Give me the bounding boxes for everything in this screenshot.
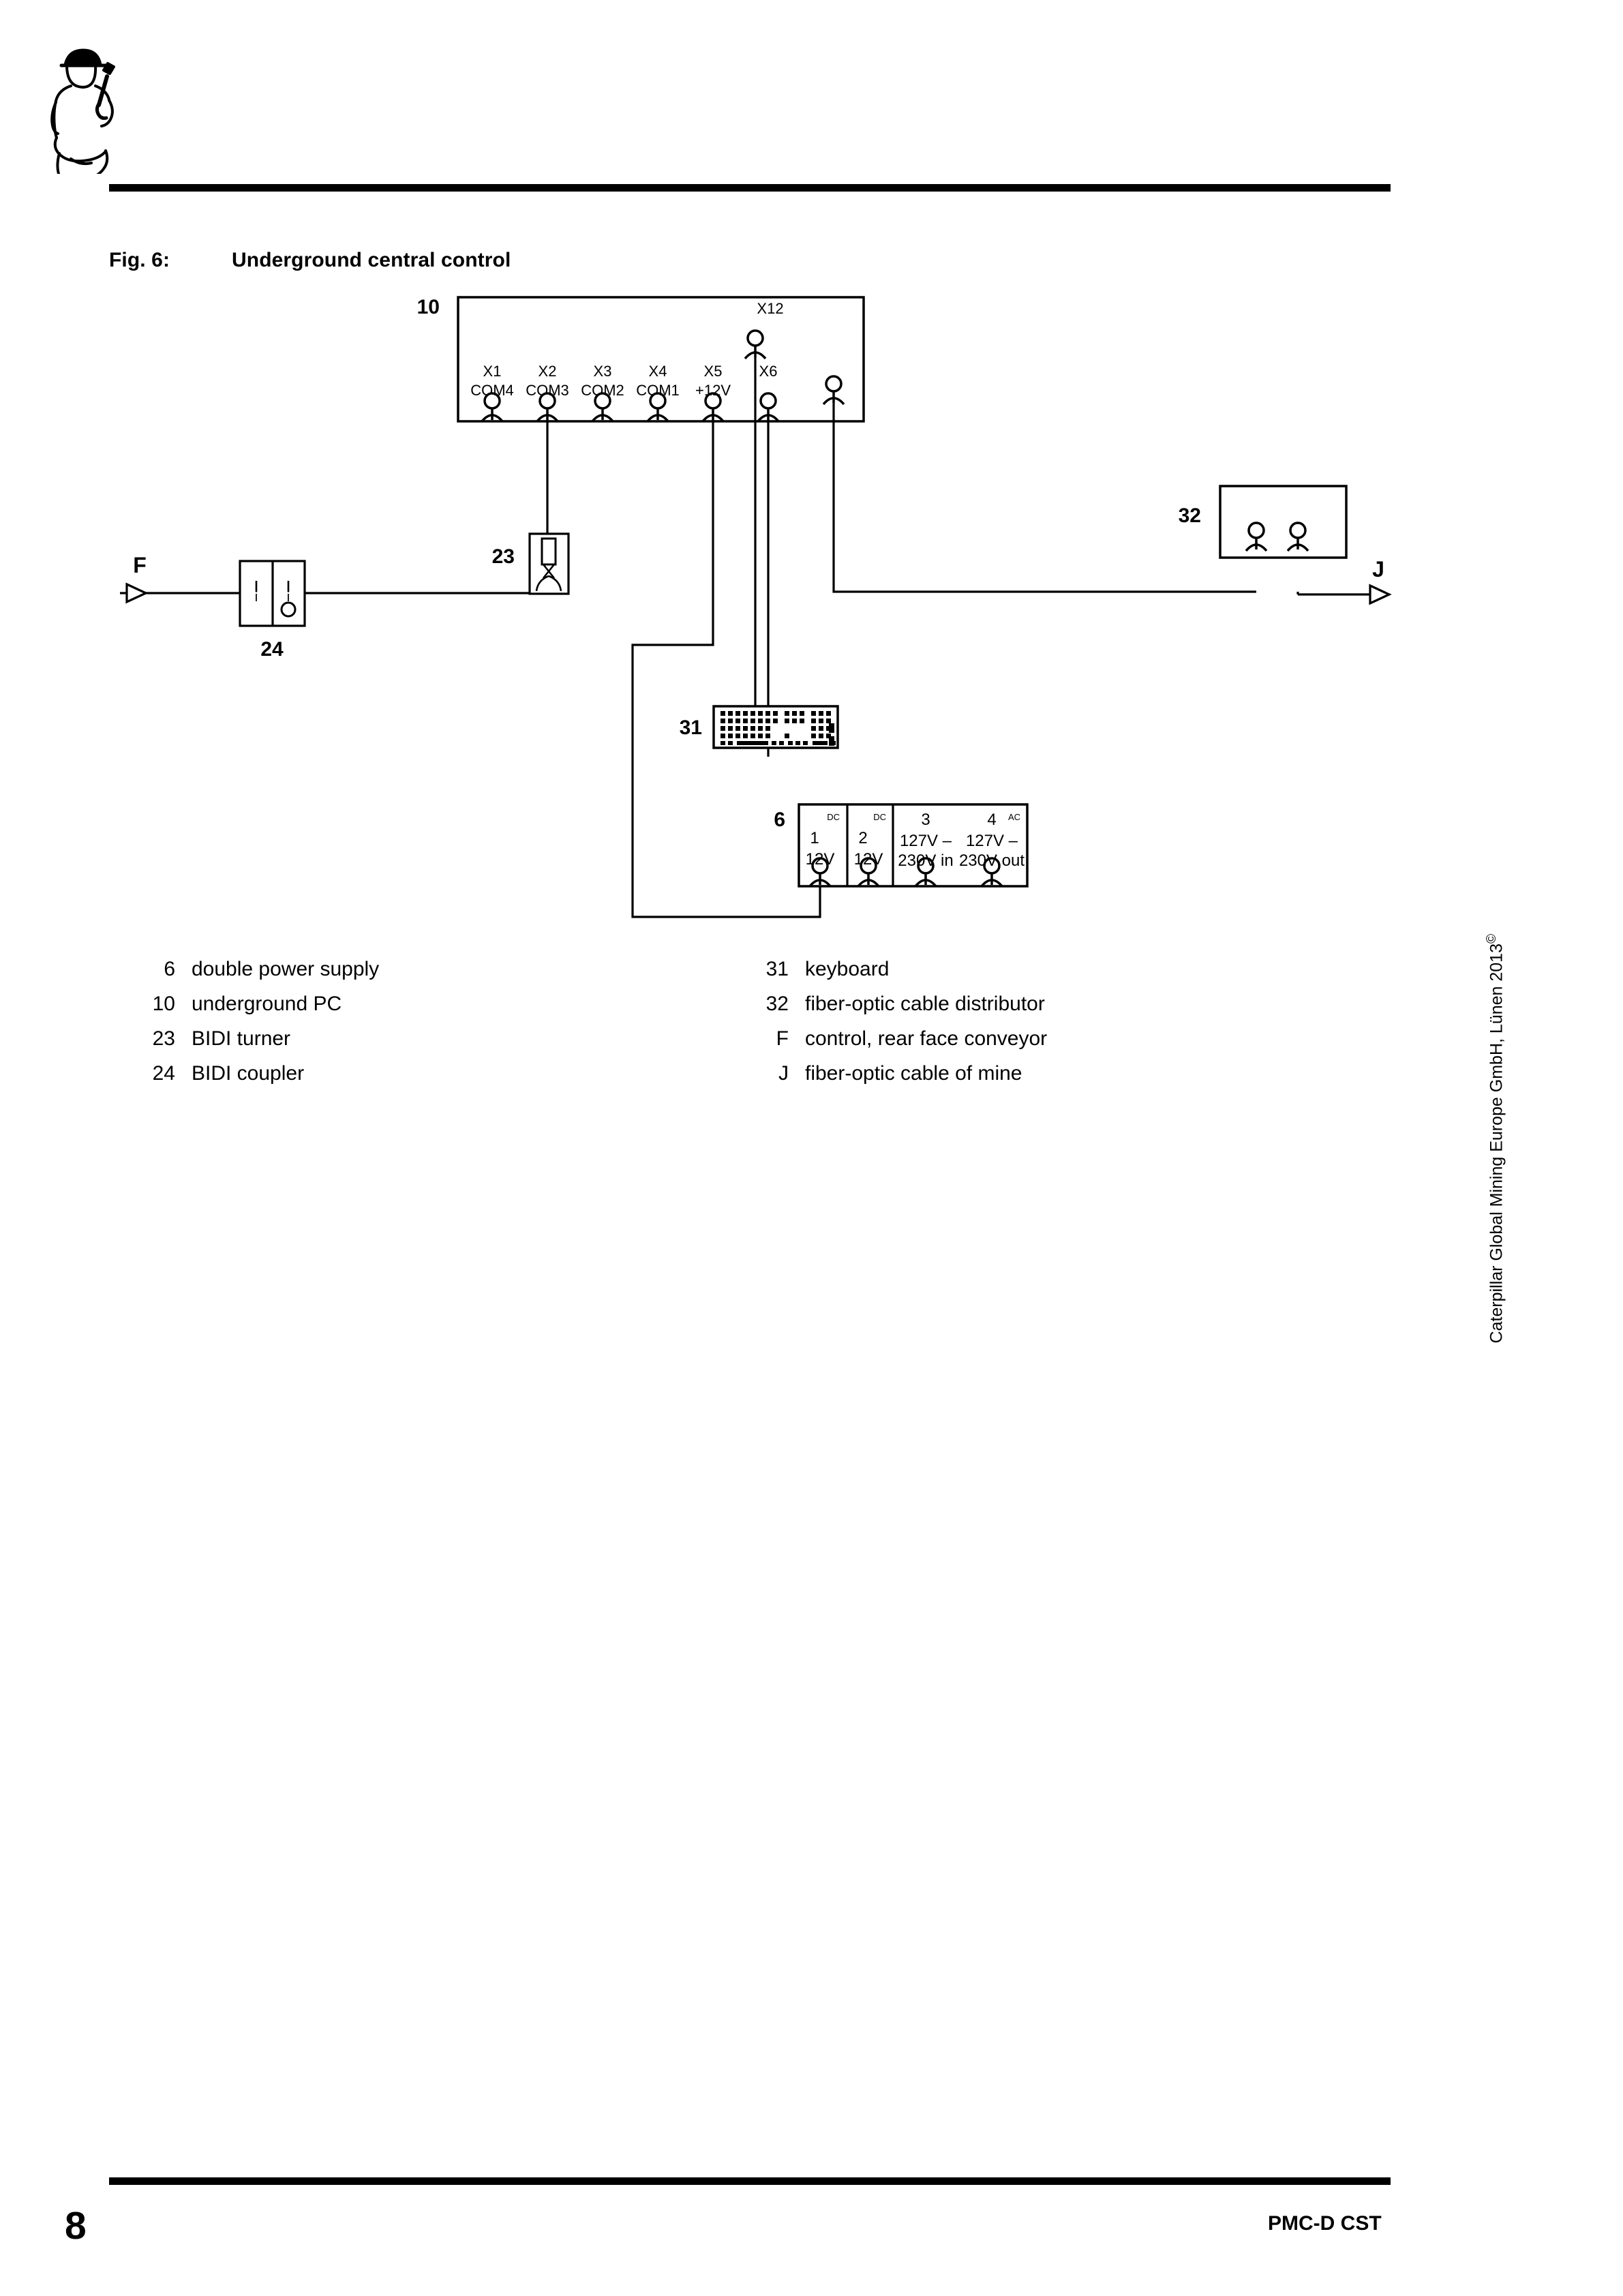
tag-bidi-turner: 23 [492,545,515,568]
legend-item: 24 BIDI coupler [133,1062,379,1097]
legend-key: 24 [152,1062,175,1085]
power-supply-cell-1-value: 12V [806,850,835,868]
wire-x5-to-power-supply [631,420,821,918]
legend-label: BIDI coupler [192,1062,305,1085]
terminal-j-arrow [1369,584,1392,605]
pc-port-x6-name: X6 [759,363,778,380]
legend-label: fiber-optic cable of mine [805,1062,1022,1085]
tag-bidi-coupler: 24 [260,638,284,661]
bidi-turner-fork-left [535,575,549,592]
power-supply-cell-2-number: 2 [858,829,867,847]
terminal-f-label: F [133,553,147,577]
terminal-j-label: J [1372,557,1384,581]
pc-port-x2-name: X2 [539,363,557,380]
legend-label: control, rear face conveyor [805,1027,1048,1050]
bidi-coupler-mark-left: i [255,590,258,605]
pc-port-x5-signal: +12V [695,382,731,399]
legend-label: underground PC [192,993,342,1015]
legend-item: 10 underground PC [133,993,379,1027]
tag-keyboard: 31 [680,716,702,739]
power-supply-cell-4-type: AC [1008,812,1020,822]
legend-item: 23 BIDI turner [133,1027,379,1062]
terminal-f-arrow [125,582,149,604]
distributor-box [1219,485,1348,559]
legend-item: 31 keyboard [746,958,1047,993]
pc-port-x3-name: X3 [594,363,612,380]
legend-item: 6 double power supply [133,958,379,993]
copyright-notice: Caterpillar Global Mining Europe GmbH, L… [1485,934,1506,1343]
power-supply-cell-4-value-line1: 127V – [966,832,1018,850]
legend-label: double power supply [192,958,380,980]
pc-port-x1-name: X1 [483,363,502,380]
bidi-turner-fork-right [548,575,562,592]
legend-item: F control, rear face conveyor [746,1027,1048,1062]
legend-key: 31 [765,958,789,980]
figure-label: Fig. 6: [109,249,170,271]
page-number: 8 [65,2204,87,2248]
power-supply-cell-4-number: 4 [987,811,996,829]
legend-key: F [776,1027,789,1050]
legend-column-right: 31 keyboard 32 fiber-optic cable distrib… [746,958,1048,1097]
underground-pc-box [457,296,865,423]
header-divider [109,184,1391,192]
power-supply-cell-2-value: 12V [854,850,883,868]
footer-divider [109,2177,1391,2185]
legend-column-left: 6 double power supply 10 underground PC … [133,958,380,1097]
power-supply-cell-1-type: DC [827,812,840,822]
pc-port-x12-name: X12 [757,300,783,317]
legend-item: J fiber-optic cable of mine [746,1062,1047,1097]
power-supply-cell-1-number: 1 [810,829,819,847]
pc-port-x1-signal: COM4 [470,382,514,399]
legend-key: 10 [152,993,175,1015]
power-supply-cell-2-type: DC [873,812,886,822]
schematic-diagram: 10 23 24 31 32 6 F J X1 X2 X3 X4 X5 X6 C… [0,0,1623,954]
legend-label: fiber-optic cable distributor [805,993,1045,1015]
legend-item: 32 fiber-optic cable distributor [746,993,1047,1027]
bidi-coupler-port-circle [280,601,297,618]
legend-key: 6 [164,958,175,980]
tag-distributor: 32 [1179,504,1201,527]
keyboard-keys [721,711,836,746]
figure-caption: Fig. 6: Underground central control [109,249,511,272]
document-code: PMC-D CST [1268,2212,1382,2235]
pc-port-x4-signal: COM1 [636,382,680,399]
pc-port-x2-signal: COM3 [526,382,569,399]
power-supply-cell-3-value-line1: 127V – [900,832,952,850]
pc-port-x4-name: X4 [649,363,667,380]
wire-pc-to-distributor [832,403,1256,593]
power-supply-cell-4-value-line2: 230V out [959,851,1025,870]
copyright-symbol: © [1485,934,1499,943]
figure-title: Underground central control [232,249,511,271]
tag-power-supply: 6 [774,809,785,831]
power-supply-cell-3-number: 3 [921,811,930,829]
power-supply-cell-3-value-line2: 230V in [898,851,953,870]
legend-label: keyboard [805,958,890,980]
bidi-coupler-mark-right: i [287,590,290,605]
legend-label: BIDI turner [192,1027,291,1050]
tag-underground-pc: 10 [417,296,440,318]
bidi-turner-slot [541,537,557,566]
legend-key: 23 [152,1027,175,1050]
legend-key: J [778,1062,789,1085]
pc-port-x3-signal: COM2 [581,382,624,399]
copyright-text: Caterpillar Global Mining Europe GmbH, L… [1487,943,1506,1344]
legend-key: 32 [765,993,789,1015]
bidi-turner-cross [542,564,556,579]
pc-port-x5-name: X5 [704,363,723,380]
